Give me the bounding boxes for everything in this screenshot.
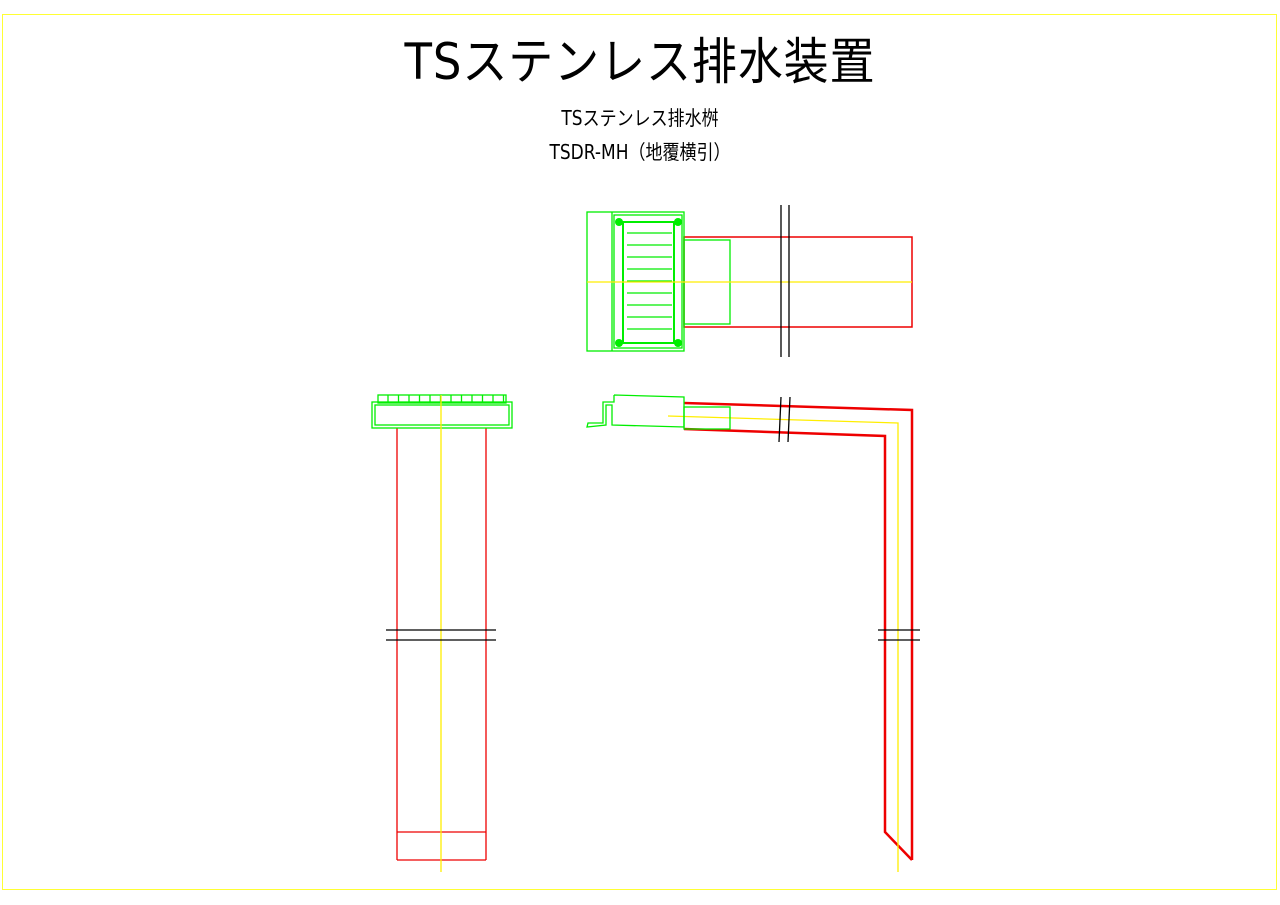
flange-inner [374,404,510,426]
side-view [586,394,920,872]
drawing-border [2,14,1277,890]
break-line [778,396,782,443]
front-view [371,394,513,872]
grate-ticks [387,395,505,403]
pipe-inner [683,427,913,861]
centerline-side [667,415,899,872]
drawing-title: TSステンレス排水装置 [404,33,876,91]
flange [371,401,513,429]
bolt-circles [615,218,682,347]
grate-top [377,394,507,404]
grate-bars [627,232,672,330]
break-line [787,396,791,443]
pipe-outer [683,401,914,860]
spigot-side [683,406,731,430]
plan-view [586,205,913,357]
drawing-model: TSDR-MH（地覆横引） [549,140,731,164]
drawing-subtitle: TSステンレス排水桝 [561,106,719,130]
grate-lid [586,394,685,428]
